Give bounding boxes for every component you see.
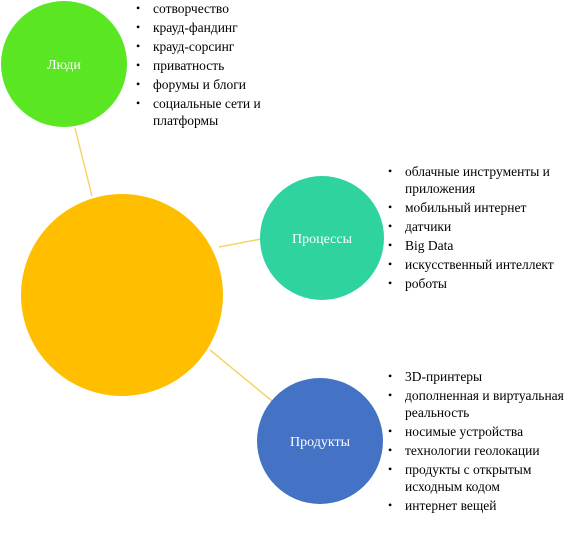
list-item: форумы и блоги	[136, 76, 286, 93]
list-item: продукты с открытым исходным кодом	[388, 461, 578, 495]
list-item: приватность	[136, 57, 286, 74]
products-circle	[257, 378, 383, 504]
list-item: сотворчество	[136, 0, 286, 17]
list-item: датчики	[388, 218, 578, 235]
products-label: Продукты	[290, 435, 351, 450]
connector-processes	[218, 238, 262, 248]
list-item: носимые устройства	[388, 423, 578, 440]
list-item: крауд-фандинг	[136, 19, 286, 36]
list-item: роботы	[388, 275, 578, 292]
list-item: технологии геолокации	[388, 442, 578, 459]
people-bullet-list: сотворчество крауд-фандинг крауд-сорсинг…	[136, 0, 286, 131]
list-item: 3D-принтеры	[388, 368, 578, 385]
center-circle	[21, 194, 223, 396]
people-circle	[1, 1, 127, 127]
list-item: облачные инструменты и приложения	[388, 163, 578, 197]
list-item: социальные сети и платформы	[136, 95, 286, 129]
processes-circle	[260, 176, 384, 300]
list-item: крауд-сорсинг	[136, 38, 286, 55]
people-label: Люди	[47, 58, 81, 73]
processes-bullet-list: облачные инструменты и приложения мобиль…	[388, 163, 578, 294]
list-item: искусственный интеллект	[388, 256, 578, 273]
list-item: интернет вещей	[388, 497, 578, 514]
processes-label: Процессы	[292, 232, 353, 247]
list-item: Big Data	[388, 237, 578, 254]
connector-people	[74, 127, 93, 197]
list-item: дополненная и виртуальная реальность	[388, 387, 578, 421]
list-item: мобильный интернет	[388, 199, 578, 216]
products-bullet-list: 3D-принтеры дополненная и виртуальная ре…	[388, 368, 578, 516]
connector-products	[209, 349, 273, 402]
